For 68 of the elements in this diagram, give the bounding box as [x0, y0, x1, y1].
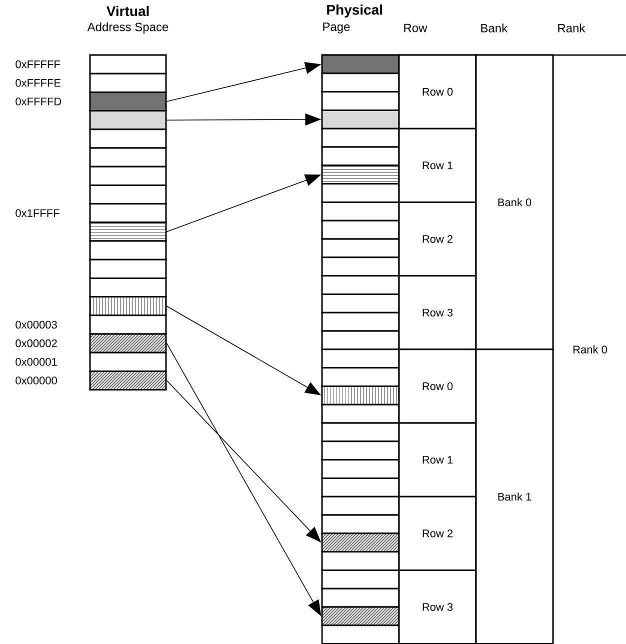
page-slot — [321, 367, 400, 387]
page-slot — [321, 256, 400, 277]
page-slot — [321, 72, 400, 93]
page-slot — [321, 220, 400, 240]
row-box: Row 1 — [398, 128, 477, 203]
address-slot — [89, 184, 167, 205]
address-label: 0x00001 — [16, 358, 57, 366]
address-label: 0xFFFFE — [16, 79, 61, 87]
address-slot — [89, 296, 167, 316]
page-slot — [321, 514, 400, 534]
column-heading: Bank — [481, 24, 508, 32]
page-slot — [321, 348, 400, 369]
page-slot — [321, 128, 400, 148]
address-slot — [89, 54, 167, 74]
address-slot — [89, 91, 167, 112]
page-slot — [321, 496, 400, 516]
column-heading: Rank — [558, 24, 586, 32]
page-slot — [321, 238, 400, 258]
address-slot — [89, 314, 167, 335]
address-slot — [89, 110, 167, 130]
page-slot — [321, 624, 400, 644]
page-slot — [321, 312, 400, 332]
row-box: Row 2 — [398, 201, 477, 277]
rank-label: Rank 0 — [574, 345, 607, 354]
address-label: 0xFFFFD — [16, 98, 62, 106]
address-slot — [89, 72, 167, 93]
page-slot — [321, 183, 400, 203]
page-slot — [321, 422, 400, 442]
column-heading: Virtual — [106, 6, 149, 16]
page-slot — [321, 588, 400, 608]
address-label: 0x00003 — [16, 320, 57, 329]
page-slot — [321, 146, 400, 166]
page-slot — [321, 91, 400, 111]
address-label: 0x00000 — [16, 376, 57, 384]
column-heading: Row — [404, 24, 428, 32]
address-slot — [89, 352, 167, 372]
column-heading: Address Space — [87, 22, 168, 34]
page-slot — [321, 201, 400, 222]
address-slot — [89, 240, 167, 260]
column-heading: Page — [323, 22, 350, 34]
page-slot — [321, 109, 400, 130]
row-box: Row 0 — [398, 348, 477, 424]
address-slot — [89, 128, 167, 149]
page-slot — [321, 293, 400, 314]
page-slot — [321, 385, 400, 406]
page-slot — [321, 477, 400, 498]
page-slot — [321, 440, 400, 461]
row-box: Row 3 — [398, 569, 477, 644]
address-slot — [89, 277, 167, 298]
column-heading: Physical — [327, 4, 382, 18]
page-slot — [321, 459, 400, 479]
page-slot — [321, 569, 400, 590]
row-box: Row 1 — [398, 422, 477, 498]
address-slot — [89, 166, 167, 186]
page-slot — [321, 54, 400, 74]
address-label: 0x00002 — [16, 339, 57, 348]
address-slot — [89, 258, 167, 279]
address-label: 0x1FFFF — [16, 209, 60, 217]
address-label: 0xFFFFF — [16, 60, 60, 68]
page-slot — [321, 330, 400, 350]
row-box: Row 2 — [398, 496, 477, 571]
page-slot — [321, 551, 400, 571]
address-slot — [89, 203, 167, 224]
page-slot — [321, 275, 400, 295]
address-slot — [89, 147, 167, 168]
page-slot — [321, 404, 400, 424]
row-box: Row 0 — [398, 54, 477, 130]
row-box: Row 3 — [398, 275, 477, 350]
